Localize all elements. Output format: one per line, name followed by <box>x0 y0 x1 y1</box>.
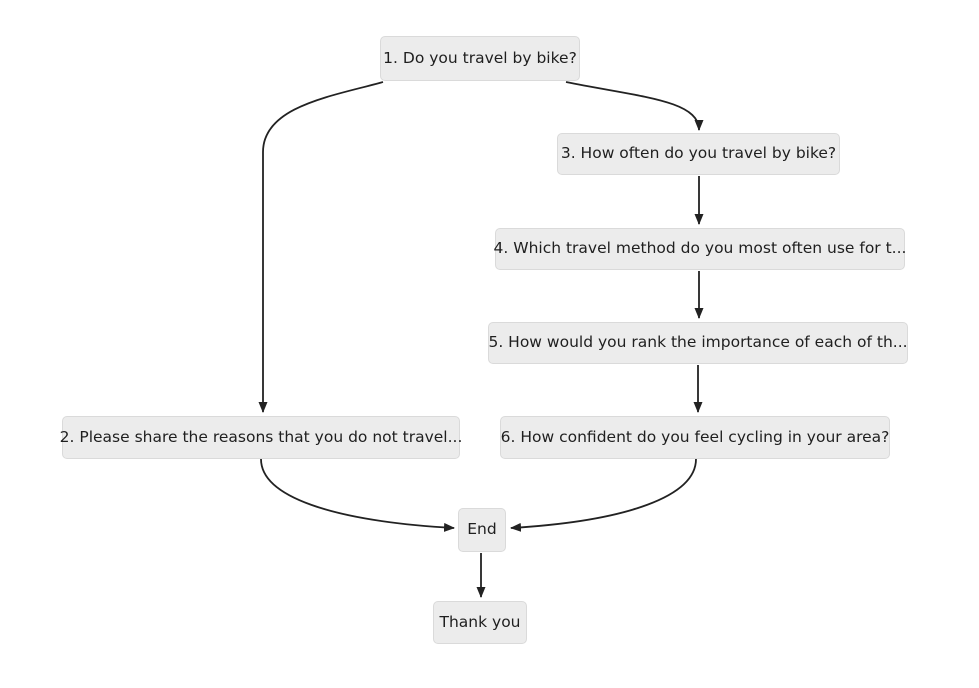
node-q5: 5. How would you rank the importance of … <box>488 322 908 364</box>
node-q4: 4. Which travel method do you most often… <box>494 228 906 270</box>
node-thank-you: Thank you <box>433 601 527 644</box>
edge-q1-q2 <box>258 81 384 413</box>
edge-q6-end <box>510 458 697 532</box>
node-q6: 6. How confident do you feel cycling in … <box>500 416 890 459</box>
node-q1: 1. Do you travel by bike? <box>380 36 580 81</box>
edge-q1-q3 <box>565 81 704 131</box>
node-q3: 3. How often do you travel by bike? <box>557 133 840 175</box>
edge-q2-end <box>260 458 455 532</box>
node-q2: 2. Please share the reasons that you do … <box>60 416 462 459</box>
node-end: End <box>458 508 506 552</box>
